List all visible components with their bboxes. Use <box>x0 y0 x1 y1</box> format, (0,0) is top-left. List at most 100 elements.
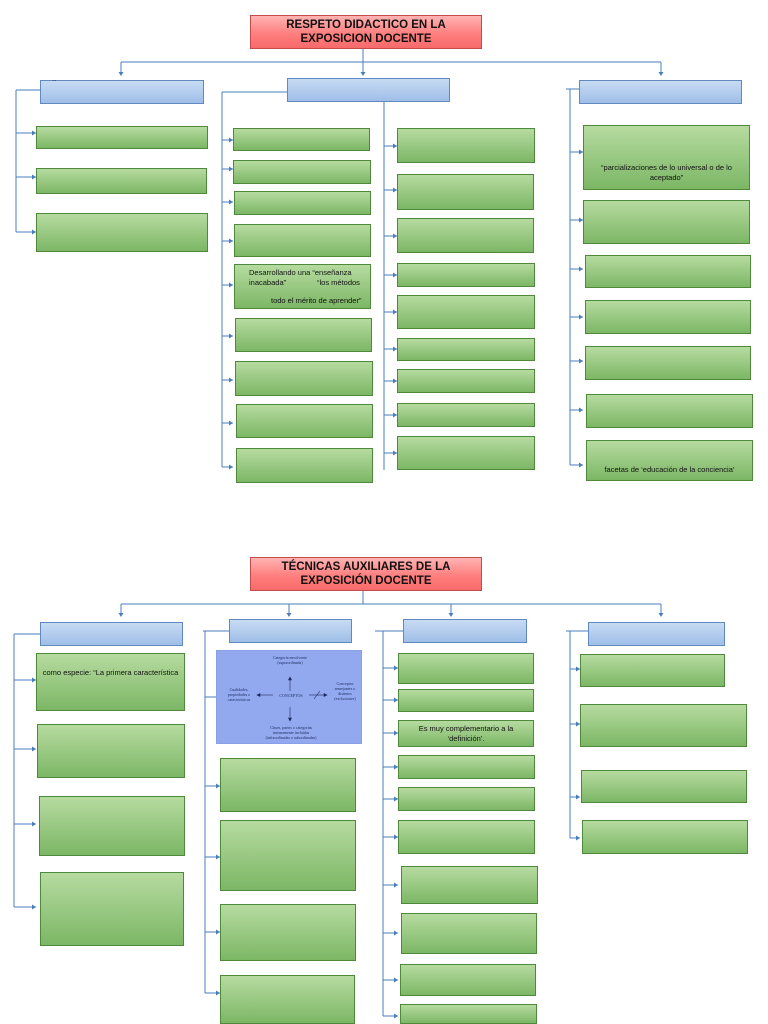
diagram2-col3-item-1 <box>398 653 534 684</box>
arrowhead <box>394 697 398 703</box>
diagram1-col2-item-3 <box>234 191 371 215</box>
diagram1-col1-item-1 <box>36 126 208 149</box>
diagram1-col4-item-7: facetas de ‘educación de la conciencia’ <box>586 440 753 481</box>
arrowhead <box>394 730 398 736</box>
diagram2-col1-item-4 <box>40 872 184 946</box>
arrowhead <box>32 174 36 180</box>
diagram2-col3-item-10 <box>400 1004 537 1024</box>
diagram1-col3-item-9 <box>397 436 535 470</box>
arrowhead <box>394 796 398 802</box>
diagram2-col3-item-5 <box>398 787 535 811</box>
arrowhead <box>32 130 36 136</box>
diagram1-col3-item-5 <box>397 295 535 329</box>
diagram1-col3-item-3 <box>397 218 534 253</box>
arrowhead <box>579 314 583 320</box>
arrowhead <box>394 977 398 983</box>
arrowhead <box>658 72 664 76</box>
diagram2-col4-item-3 <box>581 770 747 803</box>
col2-item5-line3: “los métodos <box>317 278 360 287</box>
diagram1-col2-item-8 <box>236 404 373 438</box>
diagram1-col3-item-6 <box>397 338 535 361</box>
col2-item5-line4: todo el mérito de aprender” <box>271 296 362 305</box>
arrowhead <box>32 821 36 827</box>
diagram1-col2-item-7 <box>235 361 373 396</box>
diagram2-category-3 <box>403 619 527 643</box>
diagram2-col3-item-2 <box>398 689 534 712</box>
arrowhead <box>393 378 397 384</box>
diagram1-col4-item-6 <box>586 394 753 428</box>
diagram1-col2-item-4 <box>234 224 371 257</box>
arrowhead <box>229 333 233 339</box>
diagram1-category-2 <box>287 78 450 102</box>
diagram2-col2-item-3 <box>220 820 356 891</box>
col2-item5-line1: Desarrollando una “enseñanza <box>249 268 352 277</box>
arrowhead <box>216 929 220 935</box>
diagram2-col3-item-8 <box>401 913 537 954</box>
arrowhead <box>286 613 292 617</box>
arrowhead <box>216 990 220 996</box>
diagram2-title: TÉCNICAS AUXILIARES DE LA EXPOSICIÓN DOC… <box>250 557 482 591</box>
arrowhead <box>118 72 124 76</box>
arrowhead <box>393 309 397 315</box>
arrowhead <box>394 764 398 770</box>
diagram2-category-2 <box>229 619 352 643</box>
diagram1-col4-item-2 <box>583 200 750 244</box>
concept-map-center: CONCEPTOS <box>279 693 303 698</box>
concept-map-right: Conceptos semejantes o distintos (exclus… <box>334 681 356 701</box>
diagram1-col2-item-2 <box>233 160 371 184</box>
arrowhead <box>394 930 398 936</box>
arrowhead <box>32 677 36 683</box>
diagram1-title: RESPETO DIDACTICO EN LA EXPOSICION DOCEN… <box>250 15 482 49</box>
col4-item7-text: facetas de ‘educación de la conciencia’ <box>604 465 735 474</box>
arrowhead <box>360 72 366 76</box>
arrowhead <box>448 613 454 617</box>
col4-item1-text: “parcializaciones de lo universal o de l… <box>601 163 732 182</box>
diagram2-category-4 <box>588 622 725 646</box>
diagram2-col3-item-7 <box>401 866 538 904</box>
arrowhead <box>229 464 233 470</box>
arrowhead <box>576 835 580 841</box>
arrowhead <box>658 613 664 617</box>
diagram2-col3-item-6 <box>398 820 535 854</box>
arrowhead <box>394 1013 398 1019</box>
arrowhead <box>118 613 124 617</box>
diagram2-col4-item-2 <box>580 704 747 747</box>
arrowhead <box>579 266 583 272</box>
diagram2-category-1 <box>40 622 183 646</box>
concept-map-left: Cualidades, propiedades o característica… <box>227 687 251 702</box>
arrowhead <box>579 462 583 468</box>
diagram2-col4-item-4 <box>582 820 748 854</box>
arrowhead <box>32 904 36 910</box>
diagram2-col1-item-1: como especie: “La primera característica <box>36 653 185 711</box>
arrowhead <box>229 282 233 288</box>
diagram1-col3-item-2 <box>397 174 534 210</box>
diagram2-col2-item-2 <box>220 758 356 812</box>
concept-map-top: Categoría envolvente (supraordinada) <box>272 655 308 665</box>
arrowhead <box>216 783 220 789</box>
diagram2-col2-item-4 <box>220 904 356 961</box>
concept-map-bottom: Clases, partes o categorías internamente… <box>265 725 317 740</box>
diagram1-col3-item-8 <box>397 403 535 427</box>
arrowhead <box>229 199 233 205</box>
diagram2-col1-item-3 <box>39 796 185 856</box>
arrowhead <box>394 665 398 671</box>
arrowhead <box>579 407 583 413</box>
arrowhead <box>393 412 397 418</box>
diagram2-col3-item-9 <box>400 964 536 996</box>
diagram1-col2-item-1 <box>233 128 370 151</box>
concept-map-arrows <box>256 676 328 722</box>
diagram1-col3-item-7 <box>397 369 535 393</box>
diagram1-category-1 <box>40 80 204 104</box>
arrowhead <box>393 233 397 239</box>
arrowhead <box>579 358 583 364</box>
diagram2-col4-item-1 <box>580 654 725 687</box>
arrowhead <box>229 377 233 383</box>
diagram1-category-3 <box>579 80 742 104</box>
diagram1-col1-item-3 <box>36 213 208 252</box>
col1-item1-text: como especie: “La primera característica <box>42 668 179 677</box>
arrowhead <box>32 229 36 235</box>
arrowhead <box>393 143 397 149</box>
arrowhead <box>576 721 580 727</box>
